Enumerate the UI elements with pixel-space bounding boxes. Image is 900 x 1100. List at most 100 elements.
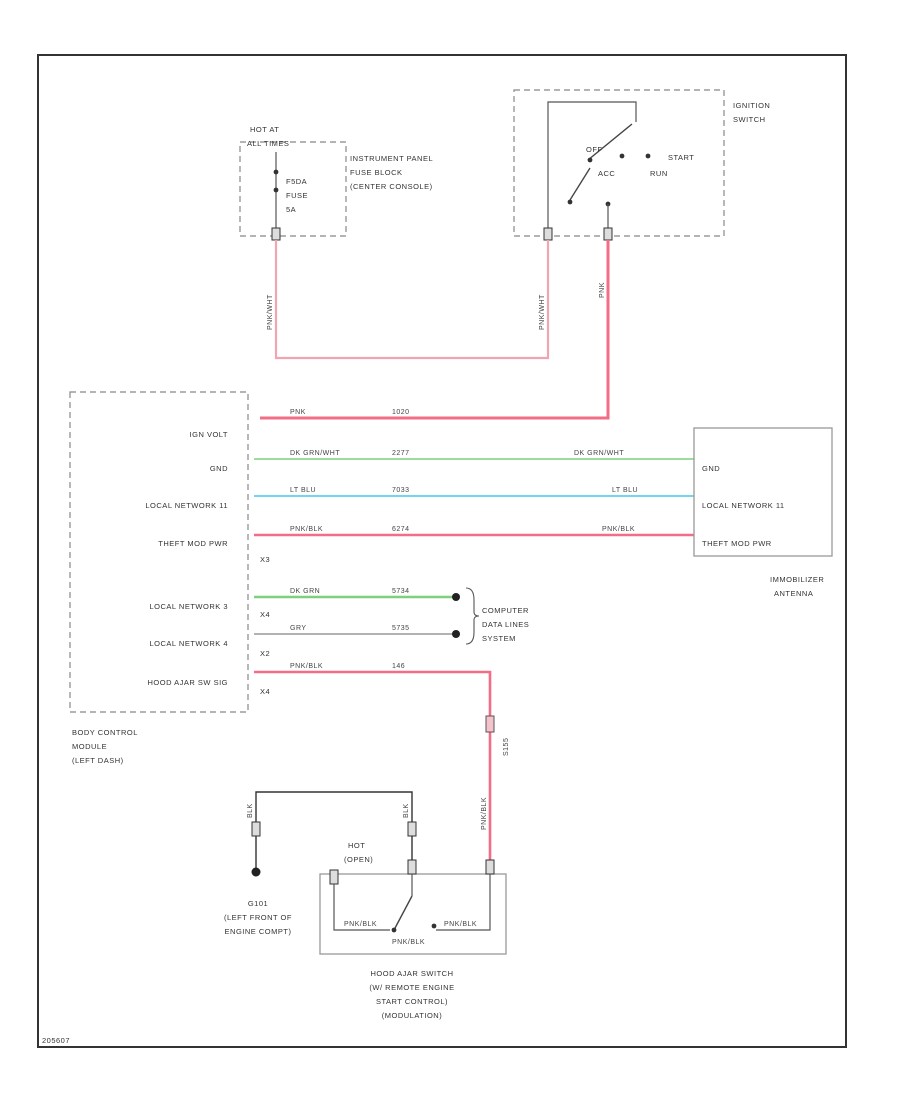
immobilizer-pin-local-network-11: LOCAL NETWORK 11 (702, 501, 785, 510)
fuse-hot-label-2: ALL TIMES (247, 139, 289, 148)
hood-switch-contact-2 (431, 923, 437, 929)
ignition-name-2: SWITCH (733, 115, 766, 124)
ignition-acc-label: ACC (598, 169, 615, 178)
bcm-name-2: MODULE (72, 742, 107, 751)
diagram-frame (37, 54, 847, 1048)
splice-label: S155 (503, 738, 510, 756)
hood-switch-internal-right (436, 874, 491, 931)
ignition-start-label: START (668, 153, 694, 162)
bcm-name-3: (LEFT DASH) (72, 756, 124, 765)
immobilizer-box (693, 427, 833, 557)
ignition-internal-path (547, 101, 637, 228)
data-lines-bracket (465, 587, 480, 645)
gnd-wire-color-left: DK GRN/WHT (290, 450, 340, 457)
ignition-switch-box (513, 89, 725, 237)
bcm-connector-3: X2 (260, 649, 270, 658)
bcm-box (69, 391, 249, 713)
ground-name-1: G101 (248, 899, 268, 908)
ground-name-2: (LEFT FRONT OF (224, 913, 292, 922)
bcm-pin-theft-mod-pwr: THEFT MOD PWR (158, 539, 228, 548)
hood-switch-wire-right: PNK/BLK (444, 921, 477, 928)
ln11-wire-circuit: 7033 (392, 487, 410, 494)
ignition-acc-blade (569, 167, 591, 201)
fuse-contact-bottom (273, 187, 279, 193)
ln3-wire-circuit: 5734 (392, 588, 410, 595)
fuse-contact-top (273, 169, 279, 175)
hood-switch-internal-left (333, 884, 390, 931)
ln11-wire-color-right: LT BLU (612, 487, 638, 494)
fuse-word: FUSE (286, 191, 308, 200)
diagram-code: 205607 (42, 1036, 70, 1045)
fuse-terminal (271, 227, 281, 241)
bcm-pin-hood-ajar-sw-sig: HOOD AJAR SW SIG (147, 678, 228, 687)
data-lines-name-2: DATA LINES (482, 620, 529, 629)
theft-wire-color-right: PNK/BLK (602, 526, 635, 533)
ignition-run-contact (645, 153, 651, 159)
fuse-block: HOT AT ALL TIMES F5DA FUSE 5A INSTRUMENT… (239, 125, 433, 241)
ground-point (251, 867, 261, 877)
fuse-block-name-1: INSTRUMENT PANEL (350, 154, 433, 163)
ignition-terminal-run (603, 227, 613, 241)
ln11-wire-color-left: LT BLU (290, 487, 316, 494)
hood-switch-contact-1 (391, 927, 397, 933)
ignition-off-contact (587, 157, 593, 163)
bcm-pin-local-network-3: LOCAL NETWORK 3 (150, 602, 229, 611)
immobilizer-name-2: ANTENNA (774, 589, 813, 598)
fuse-block-box (239, 141, 347, 237)
wire-fuse-label: PNK/WHT (267, 294, 274, 330)
ignition-run-label: RUN (650, 169, 668, 178)
switch-wire-connector (407, 821, 417, 837)
wire-acc-label: PNK/WHT (539, 294, 546, 330)
bcm-connector-4: X4 (260, 687, 270, 696)
ign-wire-color: PNK (290, 409, 306, 416)
ign-wire-circuit: 1020 (392, 409, 410, 416)
bcm-pin-local-network-4: LOCAL NETWORK 4 (150, 639, 229, 648)
immobilizer-pin-gnd: GND (702, 464, 720, 473)
bcm-connector-1: X3 (260, 555, 270, 564)
hood-switch-terminal-left (329, 869, 339, 885)
fuse-block-name-3: (CENTER CONSOLE) (350, 182, 433, 191)
data-line-endpoint-1 (452, 593, 460, 601)
hood-switch-hot-1: HOT (348, 841, 365, 850)
data-line-endpoint-2 (452, 630, 460, 638)
immobilizer-name-1: IMMOBILIZER (770, 575, 824, 584)
wire-run-label: PNK (599, 282, 606, 298)
ignition-off-label: OFF (586, 145, 603, 154)
fuse-id: F5DA (286, 177, 307, 186)
body-control-module: IGN VOLT GND LOCAL NETWORK 11 THEFT MOD … (69, 391, 270, 765)
data-lines-name-1: COMPUTER (482, 606, 529, 615)
hood-switch-wire-bottom: PNK/BLK (392, 939, 425, 946)
gnd-wire-circuit: 2277 (392, 450, 410, 457)
wire-run-to-bcm (260, 240, 610, 420)
hood-wire-circuit: 146 (392, 663, 405, 670)
fuse-block-name-2: FUSE BLOCK (350, 168, 403, 177)
ignition-terminal-acc (543, 227, 553, 241)
hood-ajar-switch: BLK BLK G101 (LEFT FRONT OF ENGINE COMPT… (224, 791, 507, 1020)
ignition-start-contact (619, 153, 625, 159)
switch-ground-wire-label: BLK (403, 803, 410, 818)
ln4-wire-circuit: 5735 (392, 625, 410, 632)
bcm-pin-local-network-11: LOCAL NETWORK 11 (145, 501, 228, 510)
wire-ground-loop (255, 791, 413, 868)
fuse-hot-label-1: HOT AT (250, 125, 279, 134)
bcm-connector-2: X4 (260, 610, 270, 619)
immobilizer-pin-theft-mod-pwr: THEFT MOD PWR (702, 539, 772, 548)
ln3-wire-color: DK GRN (290, 588, 320, 595)
ground-wire-connector (251, 821, 261, 837)
hood-switch-hot-2: (OPEN) (344, 855, 373, 864)
hood-switch-wire-left: PNK/BLK (344, 921, 377, 928)
hood-switch-terminal-mid (407, 859, 417, 875)
hood-switch-name-4: (MODULATION) (382, 1011, 442, 1020)
hood-switch-name-2: (W/ REMOTE ENGINE (369, 983, 454, 992)
immobilizer-antenna: GND LOCAL NETWORK 11 THEFT MOD PWR IMMOB… (693, 427, 833, 598)
wire-hood-ajar (254, 670, 492, 860)
wire-fuse-to-acc (274, 240, 550, 360)
ignition-acc-contact (567, 199, 573, 205)
data-lines-name-3: SYSTEM (482, 634, 516, 643)
hood-in-label: PNK/BLK (481, 797, 488, 830)
fuse-rating: 5A (286, 205, 296, 214)
ground-wire-label: BLK (247, 803, 254, 818)
bcm-pin-gnd: GND (210, 464, 228, 473)
hood-switch-terminal-right (485, 859, 495, 875)
